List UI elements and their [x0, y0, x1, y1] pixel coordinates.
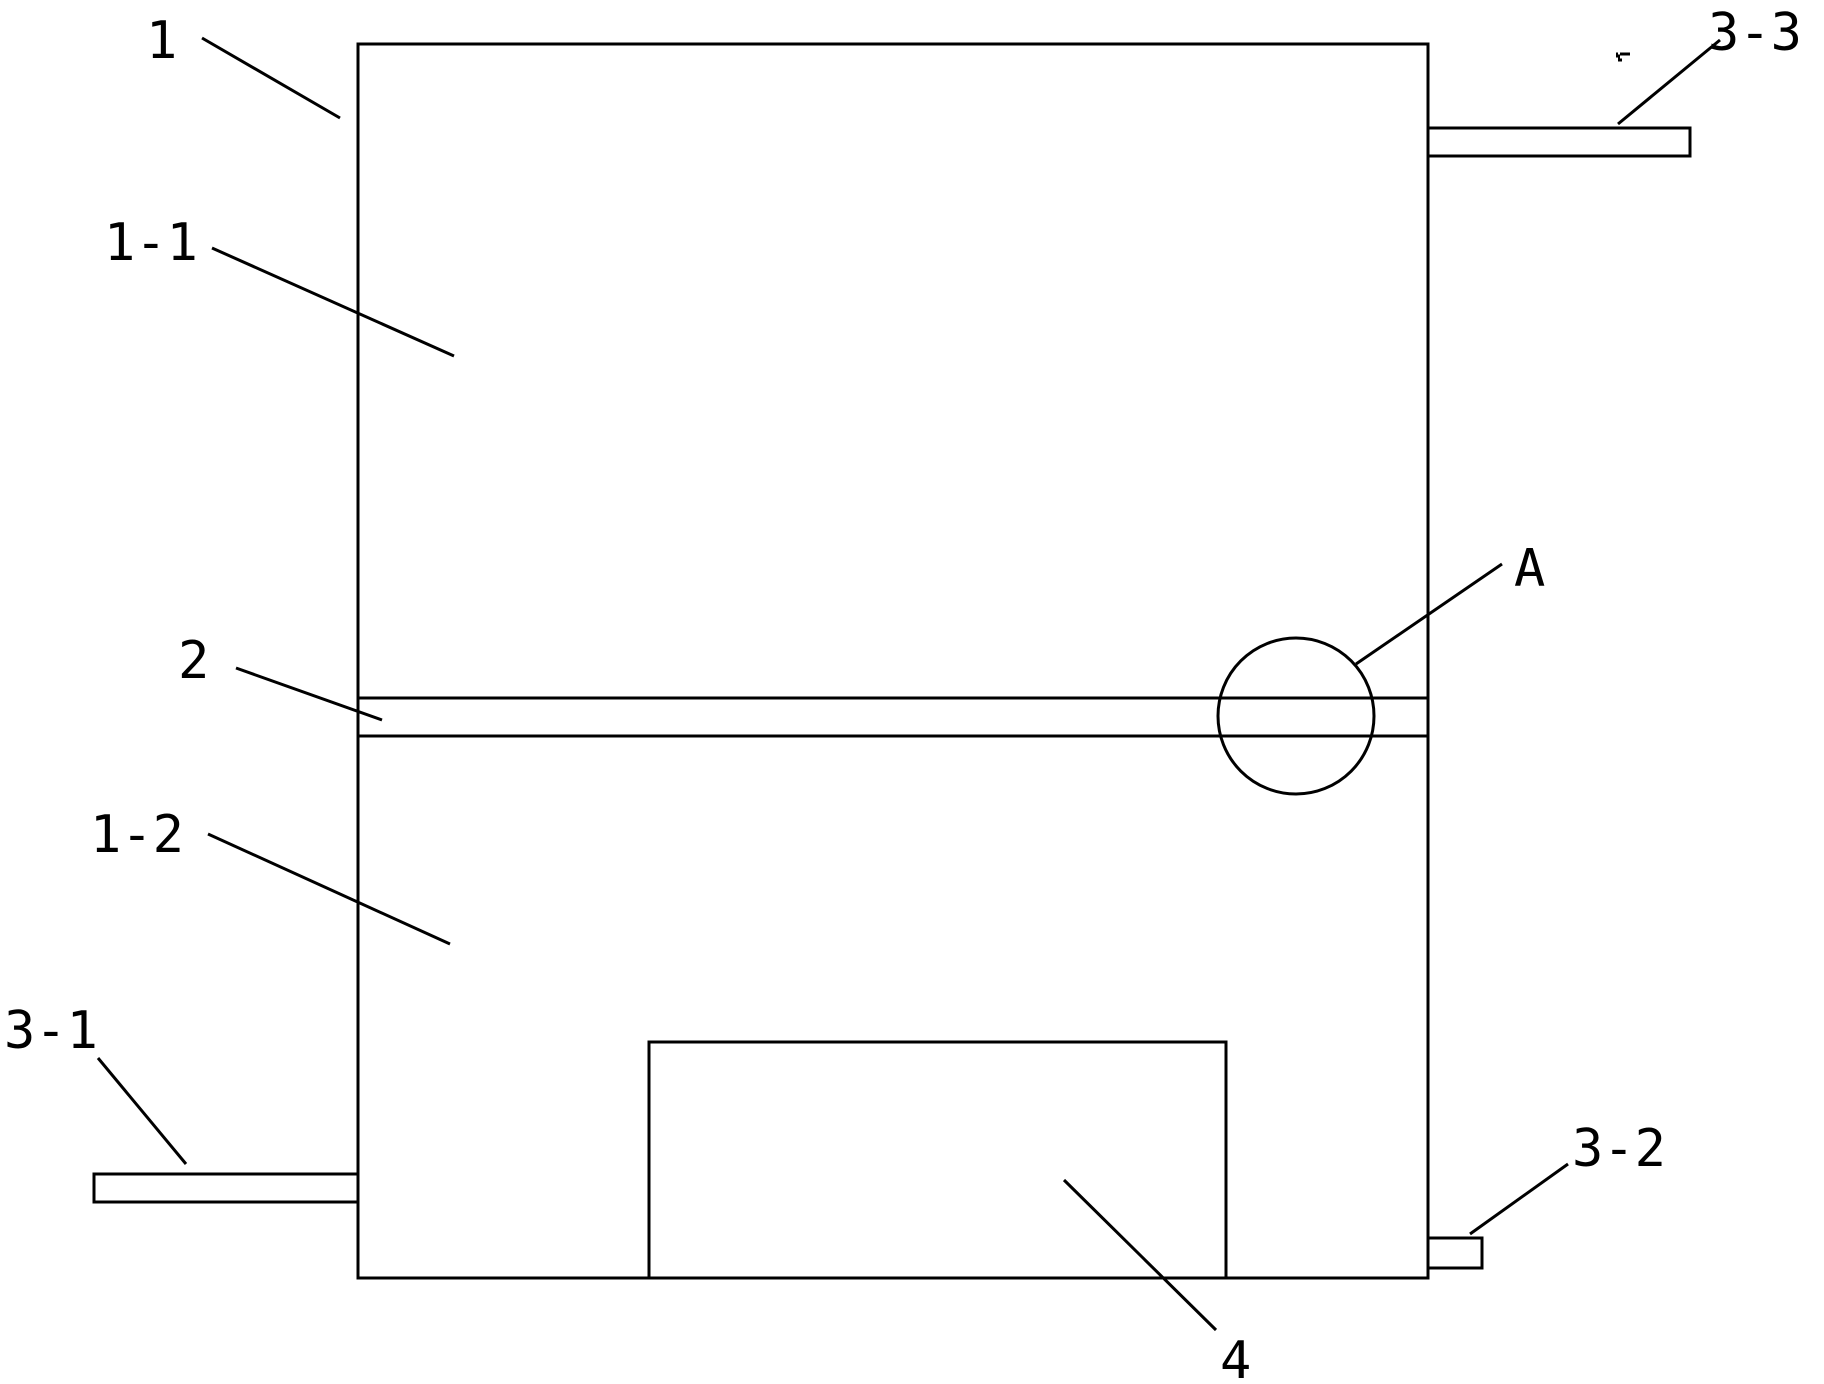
base-block [647, 1040, 1228, 1280]
leader-3-3-diag [1617, 38, 1721, 126]
leader-pipe-bottom-right [1469, 1162, 1569, 1236]
pipe-bottom-right [1426, 1236, 1484, 1270]
label-pipe-bottom-right: 3-2 [1572, 1119, 1666, 1179]
leader-partition [235, 666, 383, 722]
label-detail-marker: A [1514, 539, 1545, 599]
label-lower-chamber: 1-2 [90, 805, 184, 865]
housing-outline [356, 42, 1430, 1280]
leader-base-block [1062, 1178, 1218, 1332]
label-housing: 1 [146, 11, 177, 71]
label-pipe-top-right: 3-3 [1708, 3, 1802, 63]
label-pipe-left: 3-1 [4, 1001, 98, 1061]
leader-upper-chamber [211, 246, 455, 358]
label-partition: 2 [178, 631, 209, 691]
leader-pipe-left [96, 1057, 188, 1165]
label-base-block: 4 [1220, 1331, 1251, 1384]
leader-detail-marker [1355, 562, 1503, 666]
pipe-left [92, 1172, 360, 1204]
detail-circle [1216, 636, 1376, 796]
leader-housing [201, 36, 341, 120]
leader-lower-chamber [207, 832, 451, 946]
pipe-top-right [1426, 126, 1692, 158]
label-upper-chamber: 1-1 [104, 213, 198, 273]
